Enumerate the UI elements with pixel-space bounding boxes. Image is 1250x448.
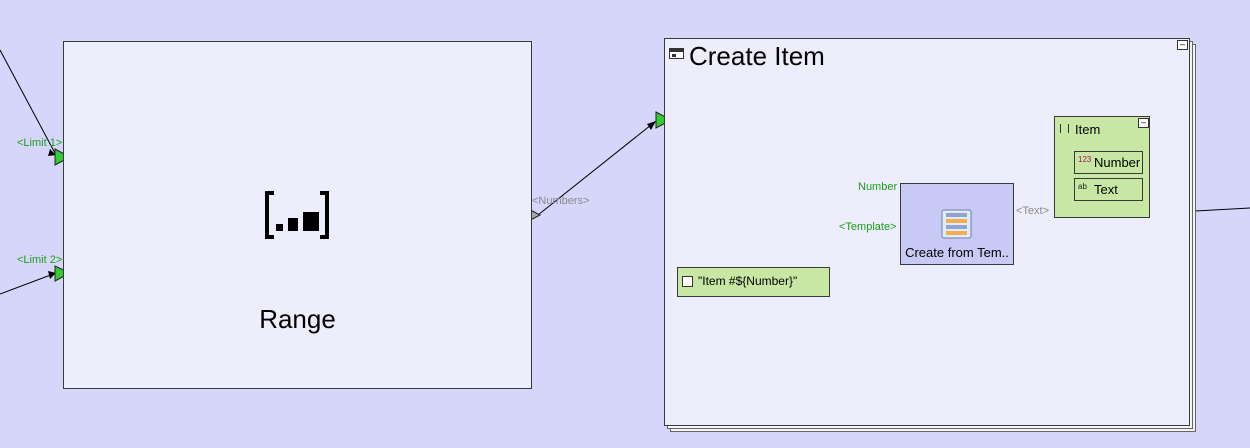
template-constant-value: "Item #${Number}" bbox=[698, 274, 798, 288]
create-from-template-node[interactable]: Create from Tem.. bbox=[900, 183, 1014, 265]
item-icon bbox=[1060, 124, 1069, 133]
item-minimize-button[interactable]: – bbox=[1138, 118, 1149, 128]
item-field-label: Text bbox=[1094, 182, 1118, 197]
cft-number-label: Number bbox=[858, 181, 898, 193]
create-from-template-label: Create from Tem.. bbox=[905, 245, 1009, 260]
minimize-button[interactable]: – bbox=[1177, 40, 1188, 50]
create-item-title: Create Item bbox=[689, 41, 825, 71]
range-icon bbox=[265, 191, 329, 239]
template-icon bbox=[941, 209, 972, 239]
wire-limit2 bbox=[0, 272, 57, 295]
item-field-label: Number bbox=[1094, 155, 1141, 170]
wire-output bbox=[1194, 207, 1250, 212]
cft-template-label: <Template> bbox=[839, 221, 897, 233]
item-field-number[interactable]: 123 Number bbox=[1074, 151, 1143, 174]
range-node[interactable]: Range bbox=[63, 41, 532, 389]
cft-text-label: <Text> bbox=[1016, 205, 1050, 217]
item-field-text[interactable]: ab Text bbox=[1074, 178, 1143, 201]
numbers-label: <Numbers> bbox=[532, 195, 590, 207]
constant-icon bbox=[682, 276, 693, 287]
limit2-label: <Limit 2> bbox=[17, 254, 63, 266]
limit1-label: <Limit 1> bbox=[17, 137, 63, 149]
text-type-icon: ab bbox=[1078, 182, 1087, 191]
container-icon bbox=[669, 48, 684, 59]
range-label: Range bbox=[259, 304, 336, 334]
create-item-node[interactable]: Create Item – bbox=[664, 38, 1190, 426]
item-title: Item bbox=[1075, 122, 1101, 137]
item-node[interactable]: Item – 123 Number ab Text bbox=[1054, 116, 1150, 218]
template-constant-node[interactable]: "Item #${Number}" bbox=[677, 267, 830, 297]
number-type-icon: 123 bbox=[1078, 155, 1092, 164]
